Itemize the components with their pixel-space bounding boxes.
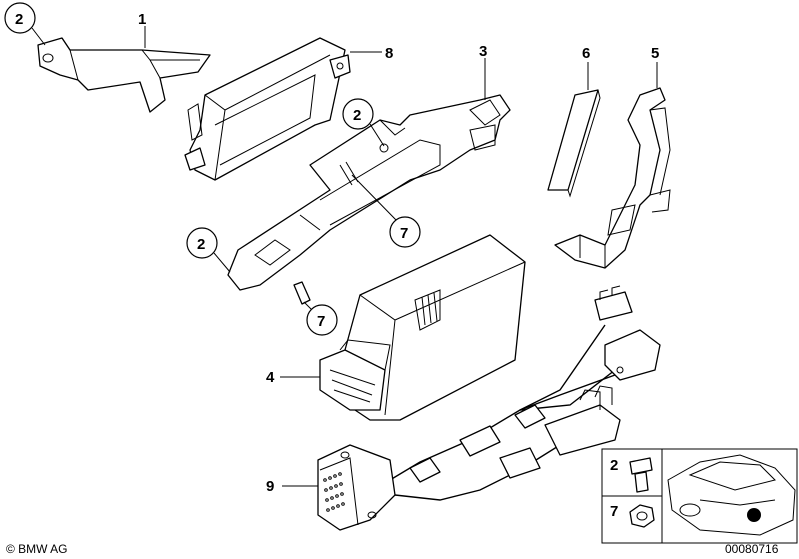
svg-text:2: 2	[197, 236, 205, 253]
part-9-wiring-harness	[317, 285, 661, 531]
part-8-control-unit	[184, 37, 351, 181]
callout-7-lower: 7	[303, 301, 338, 336]
legend-nut: 7	[610, 503, 655, 528]
svg-text:3: 3	[479, 43, 487, 60]
svg-text:7: 7	[610, 503, 618, 520]
svg-text:8: 8	[385, 45, 393, 62]
callout-2-top-left: 2	[4, 2, 46, 46]
callout-2-middle: 2	[342, 98, 385, 147]
svg-text:4: 4	[266, 369, 275, 386]
nut-icon	[629, 504, 655, 528]
copyright-text: © BMW AG	[6, 542, 68, 556]
callout-1: 1	[138, 11, 146, 48]
svg-text:1: 1	[138, 11, 146, 28]
svg-text:2: 2	[353, 107, 361, 124]
callout-5: 5	[651, 45, 659, 88]
part-4-control-module	[319, 234, 526, 421]
callout-9: 9	[266, 478, 318, 495]
svg-text:7: 7	[400, 225, 408, 242]
diagram-number: 00080716	[725, 542, 779, 556]
svg-text:2: 2	[15, 11, 23, 28]
svg-text:6: 6	[582, 45, 590, 62]
car-location-icon	[667, 454, 796, 536]
part-1-bracket	[37, 37, 211, 113]
legend-bolt: 2	[610, 457, 653, 493]
svg-text:7: 7	[317, 313, 325, 330]
svg-text:9: 9	[266, 478, 274, 495]
svg-text:5: 5	[651, 45, 659, 62]
callout-8: 8	[350, 45, 393, 62]
part-6-strip	[547, 89, 601, 198]
svg-text:2: 2	[610, 457, 618, 474]
callout-7-upper: 7	[351, 174, 421, 248]
callout-6: 6	[582, 45, 590, 90]
callout-3: 3	[479, 43, 487, 100]
location-marker-icon	[747, 508, 761, 522]
part-5-bracket	[554, 87, 671, 269]
part-7-pin-lower	[293, 281, 311, 305]
callout-4: 4	[266, 369, 320, 386]
callout-2-lower-left: 2	[186, 227, 231, 273]
bolt-icon	[629, 457, 653, 493]
